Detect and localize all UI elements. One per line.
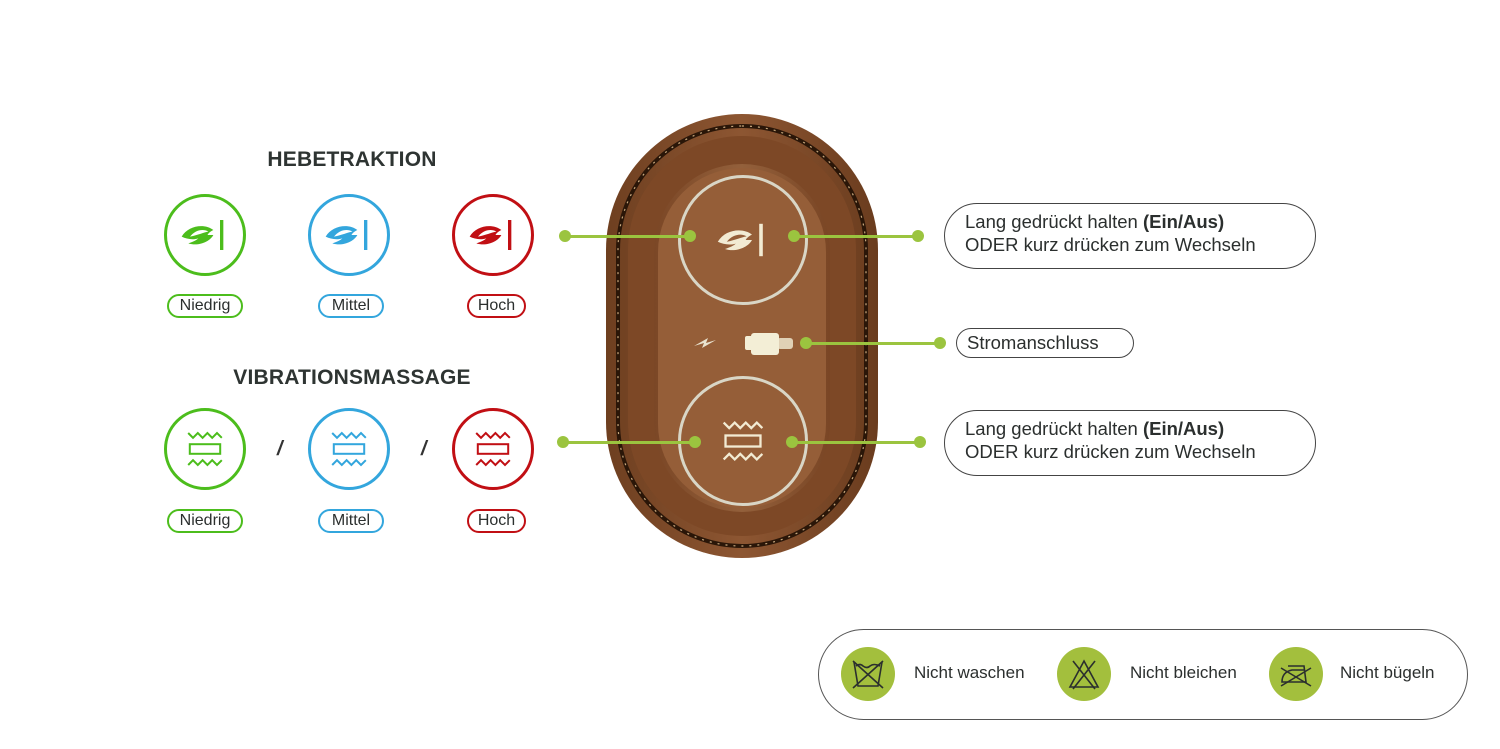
callout-text: ODER kurz drücken zum Wechseln: [965, 234, 1256, 255]
lift-level-medium-label: Mittel: [318, 294, 384, 318]
callout-text: Lang gedrückt halten: [965, 418, 1143, 439]
lift-level-low-icon: [164, 194, 246, 276]
vibration-level-medium-icon: [308, 408, 390, 490]
callout-text: Stromanschluss: [967, 332, 1099, 353]
connector-line-vibration-left: [563, 441, 695, 444]
callout-text: ODER kurz drücken zum Wechseln: [965, 441, 1256, 462]
care-label-no-wash: Nicht waschen: [914, 663, 1025, 682]
connector-dot: [557, 436, 569, 448]
callout-text: Lang gedrückt halten: [965, 211, 1143, 232]
callout-bold-text: (Ein/Aus): [1142, 418, 1225, 439]
connector-dot: [689, 436, 701, 448]
usb-c-port-icon: [745, 333, 795, 360]
vibration-icon: [329, 431, 369, 467]
lift-section-title: HEBETRAKTION: [267, 148, 437, 171]
lift-button-callout: Lang gedrückt halten (Ein/Aus) ODER kurz…: [944, 203, 1316, 269]
connector-dot: [934, 337, 946, 349]
care-instructions-panel: Nicht waschen Nicht bleichen Nicht bügel…: [818, 629, 1468, 720]
vibration-level-high-label: Hoch: [467, 509, 526, 533]
leaf-lift-icon: [180, 217, 230, 253]
no-wash-icon: [841, 647, 895, 701]
lift-button[interactable]: [678, 175, 808, 305]
connector-dot: [914, 436, 926, 448]
no-iron-icon: [1269, 647, 1323, 701]
leaf-lift-icon: [716, 220, 770, 260]
connector-dot: [684, 230, 696, 242]
vibration-level-high-icon: [452, 408, 534, 490]
leaf-lift-icon: [324, 217, 374, 253]
vibration-icon: [185, 431, 225, 467]
lift-level-low-label: Niedrig: [167, 294, 243, 318]
connector-line-lift-right: [794, 235, 918, 238]
lift-level-medium-icon: [308, 194, 390, 276]
connector-line-power: [806, 342, 940, 345]
vibration-icon: [473, 431, 513, 467]
power-port-callout: Stromanschluss: [956, 328, 1134, 358]
leaf-lift-icon: [468, 217, 518, 253]
vibration-level-low-icon: [164, 408, 246, 490]
separator: /: [421, 438, 427, 460]
connector-dot: [788, 230, 800, 242]
lift-level-high-icon: [452, 194, 534, 276]
lift-level-high-label: Hoch: [467, 294, 526, 318]
connector-dot: [786, 436, 798, 448]
connector-dot: [800, 337, 812, 349]
connector-line-vibration-right: [792, 441, 920, 444]
connector-dot: [559, 230, 571, 242]
vibration-section-title: VIBRATIONSMASSAGE: [233, 366, 471, 389]
lightning-bolt-icon: [694, 336, 716, 355]
care-label-no-bleach: Nicht bleichen: [1130, 663, 1237, 682]
callout-bold-text: (Ein/Aus): [1142, 211, 1225, 232]
vibration-level-low-label: Niedrig: [167, 509, 243, 533]
vibration-icon: [720, 420, 766, 462]
connector-line-lift-left: [565, 235, 691, 238]
vibration-button-callout: Lang gedrückt halten (Ein/Aus) ODER kurz…: [944, 410, 1316, 476]
connector-dot: [912, 230, 924, 242]
separator: /: [277, 438, 283, 460]
care-label-no-iron: Nicht bügeln: [1340, 663, 1435, 682]
no-bleach-icon: [1057, 647, 1111, 701]
vibration-level-medium-label: Mittel: [318, 509, 384, 533]
